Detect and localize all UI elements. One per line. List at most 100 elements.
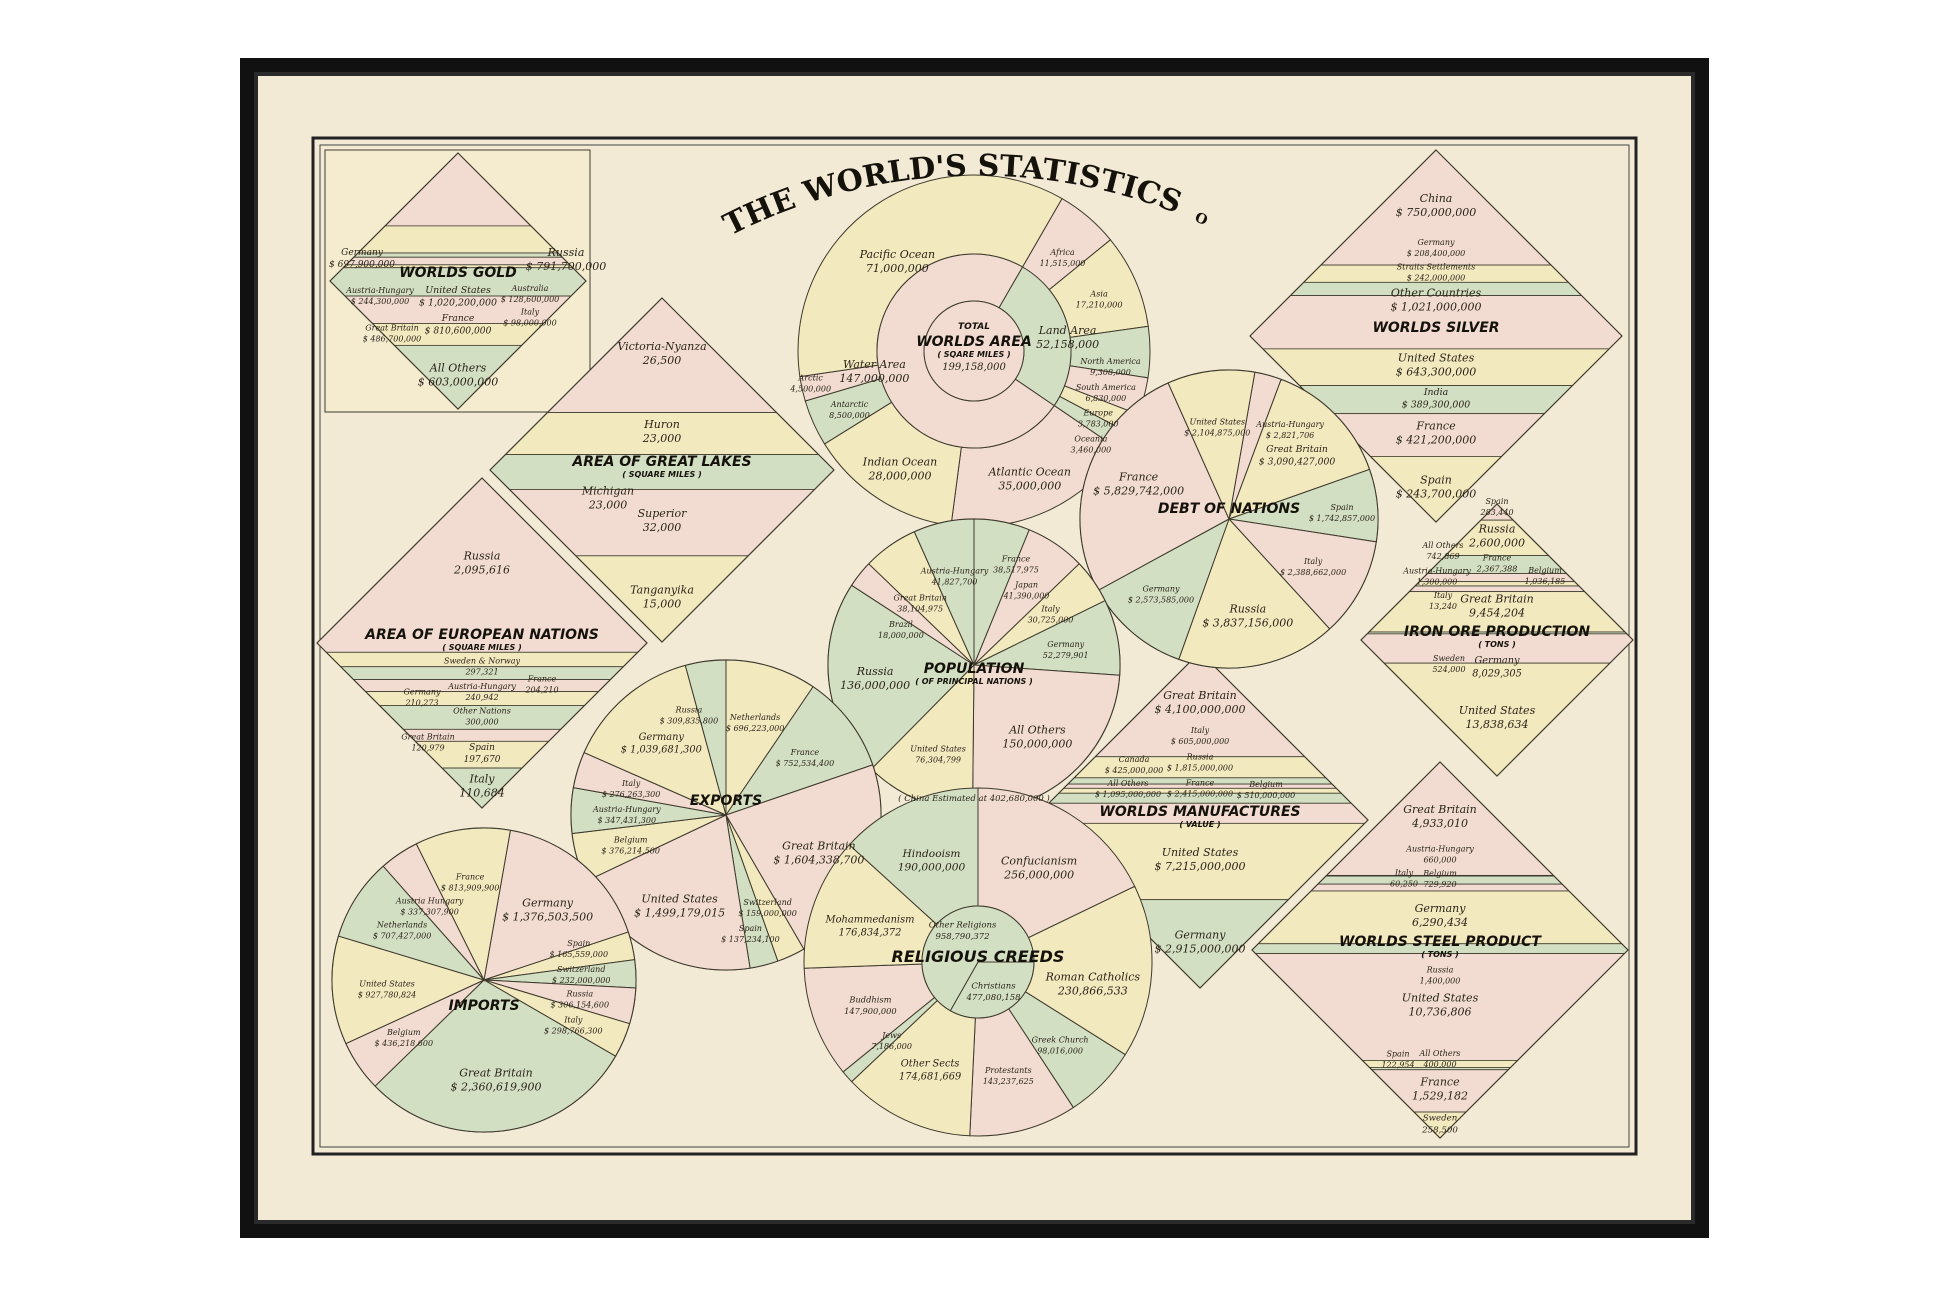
label-block: Russia$ 3,837,156,000 bbox=[1202, 603, 1293, 630]
block-value: 60,250 bbox=[1390, 880, 1418, 889]
pie-slice bbox=[1079, 382, 1230, 591]
diamond-outline bbox=[1251, 761, 1629, 1139]
block-value: 1,529,182 bbox=[1412, 1089, 1468, 1102]
slice-label: Great Britain bbox=[1266, 444, 1328, 455]
block-value: 197,670 bbox=[464, 755, 501, 765]
slice-label: Mohammedanism bbox=[824, 914, 914, 925]
chart-title: WORLDS GOLD bbox=[399, 265, 517, 281]
slice-value: $ 2,360,619,900 bbox=[451, 1081, 542, 1094]
chart-title: EXPORTS bbox=[690, 793, 762, 809]
slice-label: Other Sects bbox=[901, 1059, 960, 1070]
slice-value: 35,000,000 bbox=[998, 480, 1061, 493]
block-value: 660,000 bbox=[1423, 856, 1456, 865]
slice-value: 147,900,000 bbox=[844, 1006, 897, 1016]
block-value: 240,942 bbox=[464, 693, 498, 702]
chart-subtitle: ( SQARE MILES ) bbox=[937, 350, 1010, 359]
label-block: AREA OF GREAT LAKES( SQUARE MILES ) bbox=[571, 454, 751, 479]
block-value: 13,838,634 bbox=[1466, 718, 1529, 731]
diamond-outline bbox=[329, 152, 587, 410]
block-value: $ 389,300,000 bbox=[1402, 399, 1471, 410]
slice-value: $ 306,154,600 bbox=[551, 1001, 610, 1010]
block-label: United States bbox=[425, 285, 491, 296]
label-block: United States$ 643,300,000 bbox=[1396, 352, 1476, 379]
block-label: Sweden bbox=[1433, 654, 1465, 663]
diamond-outline bbox=[1249, 149, 1623, 523]
block-label: Austria-Hungary bbox=[1405, 845, 1474, 854]
slice-value: $ 298,766,300 bbox=[544, 1027, 603, 1036]
label-block: Spain$ 1,742,857,000 bbox=[1309, 503, 1375, 523]
slice-label: United States bbox=[910, 744, 966, 753]
pie-slice bbox=[1167, 369, 1256, 521]
slice-label: Roman Catholics bbox=[1045, 970, 1141, 983]
slice-label: Germany bbox=[1143, 584, 1180, 593]
label-block: France$ 810,600,000 bbox=[425, 314, 492, 336]
slice-label: France bbox=[1001, 554, 1031, 563]
block-label: France bbox=[1482, 554, 1512, 563]
inner-label: Christians bbox=[971, 982, 1016, 992]
block-label: Italy bbox=[1190, 726, 1210, 735]
block-label: India bbox=[1423, 387, 1448, 398]
block-value: 32,000 bbox=[643, 521, 682, 534]
block-label: Huron bbox=[643, 418, 680, 431]
block-value: 10,736,806 bbox=[1409, 1006, 1472, 1019]
slice-value: $ 1,039,681,300 bbox=[621, 745, 702, 756]
slice-label: Japan bbox=[1013, 581, 1038, 590]
block-label: Austria-Hungary bbox=[447, 682, 516, 691]
slice-label: Belgium bbox=[386, 1028, 421, 1037]
label-block: India$ 389,300,000 bbox=[1402, 387, 1471, 410]
chart-title: RELIGIOUS CREEDS bbox=[892, 947, 1065, 966]
slice-label: Austria-Hungary bbox=[592, 805, 661, 814]
chart-title: WORLDS SILVER bbox=[1372, 320, 1499, 336]
label-block: Great Britain$ 4,100,000,000 bbox=[1155, 689, 1246, 716]
block-value: $ 603,000,000 bbox=[418, 376, 498, 389]
block-value: $ 605,000,000 bbox=[1171, 737, 1230, 746]
inner-label: Other Religions bbox=[929, 920, 997, 930]
block-label: Austria-Hungary bbox=[345, 286, 414, 295]
slice-label: Africa bbox=[1049, 248, 1074, 257]
slice-value: $ 232,000,000 bbox=[552, 976, 611, 985]
block-label: Germany bbox=[1474, 656, 1520, 667]
pie-slice bbox=[337, 865, 486, 981]
total-value: 199,158,000 bbox=[942, 362, 1006, 373]
pie-slice bbox=[725, 659, 814, 817]
slice-label: Arctic bbox=[798, 373, 824, 382]
label-block: Italy$ 298,766,300 bbox=[544, 1016, 603, 1036]
block-label: United States bbox=[1402, 992, 1479, 1005]
block-label: Canada bbox=[1119, 755, 1150, 764]
label-block: France$ 813,909,900 bbox=[441, 873, 500, 893]
slice-label: Pacific Ocean bbox=[859, 248, 935, 261]
block-label: France bbox=[441, 314, 475, 324]
slice-value: $ 159,000,000 bbox=[738, 909, 797, 918]
slice-label: Great Britain bbox=[893, 594, 946, 603]
slice-value: 11,515,000 bbox=[1040, 259, 1086, 268]
diamond-outline bbox=[1031, 651, 1369, 989]
block-label: Russia bbox=[1186, 752, 1214, 761]
block-label: Michigan bbox=[581, 485, 634, 498]
slice-value: 6,830,000 bbox=[1086, 394, 1127, 403]
label-block: Germany$ 208,400,000 bbox=[1407, 238, 1466, 258]
block-value: 1,300,000 bbox=[1417, 578, 1458, 587]
slice-label: Buddhism bbox=[848, 995, 891, 1005]
label-block: Germany$ 1,039,681,300 bbox=[621, 732, 702, 756]
slice-label: Protestants bbox=[984, 1066, 1032, 1075]
chart-note: ( China Estimated at 402,680,000 ) bbox=[898, 793, 1050, 804]
area-block bbox=[1250, 348, 1622, 386]
